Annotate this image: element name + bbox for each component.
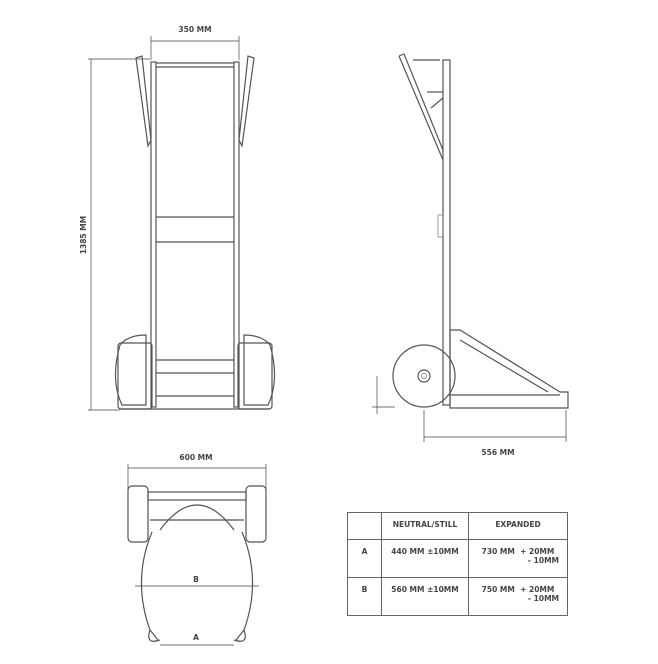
dimension-a-label: A bbox=[193, 633, 199, 642]
row-key: A bbox=[347, 539, 382, 578]
front-view: 350 MM 1385 MM bbox=[79, 25, 276, 411]
expanded-value: 750 MM + 20MM - 10MM bbox=[468, 577, 568, 616]
header-cell bbox=[347, 512, 382, 540]
expanded-base: 750 MM bbox=[481, 585, 515, 594]
expanded-base: 730 MM bbox=[481, 547, 515, 556]
neutral-value: 440 MM ±10MM bbox=[381, 539, 469, 578]
table-row: A 440 MM ±10MM 730 MM + 20MM - 10MM bbox=[347, 539, 568, 578]
expanded-value: 730 MM + 20MM - 10MM bbox=[468, 539, 568, 578]
expanded-minus: - 10MM bbox=[527, 594, 559, 603]
header-cell: EXPANDED bbox=[468, 512, 568, 540]
dimension-b-label: B bbox=[193, 575, 199, 584]
neutral-value: 560 MM ±10MM bbox=[381, 577, 469, 616]
expanded-minus: - 10MM bbox=[527, 556, 559, 565]
header-cell: NEUTRAL/STILL bbox=[381, 512, 469, 540]
top-width-label: 600 MM bbox=[179, 453, 212, 462]
height-label: 1385 MM bbox=[79, 216, 88, 254]
row-key: B bbox=[347, 577, 382, 616]
front-width-label: 350 MM bbox=[178, 25, 211, 34]
expanded-plus: + 20MM bbox=[520, 547, 555, 556]
table-header-row: NEUTRAL/STILL EXPANDED bbox=[347, 512, 568, 540]
dimension-table: NEUTRAL/STILL EXPANDED A 440 MM ±10MM 73… bbox=[347, 512, 568, 616]
top-view: 600 MM B A bbox=[127, 453, 267, 646]
side-depth-label: 556 MM bbox=[481, 448, 514, 457]
table-row: B 560 MM ±10MM 750 MM + 20MM - 10MM bbox=[347, 577, 568, 616]
expanded-plus: + 20MM bbox=[520, 585, 555, 594]
side-view: 556 MM bbox=[372, 53, 569, 457]
